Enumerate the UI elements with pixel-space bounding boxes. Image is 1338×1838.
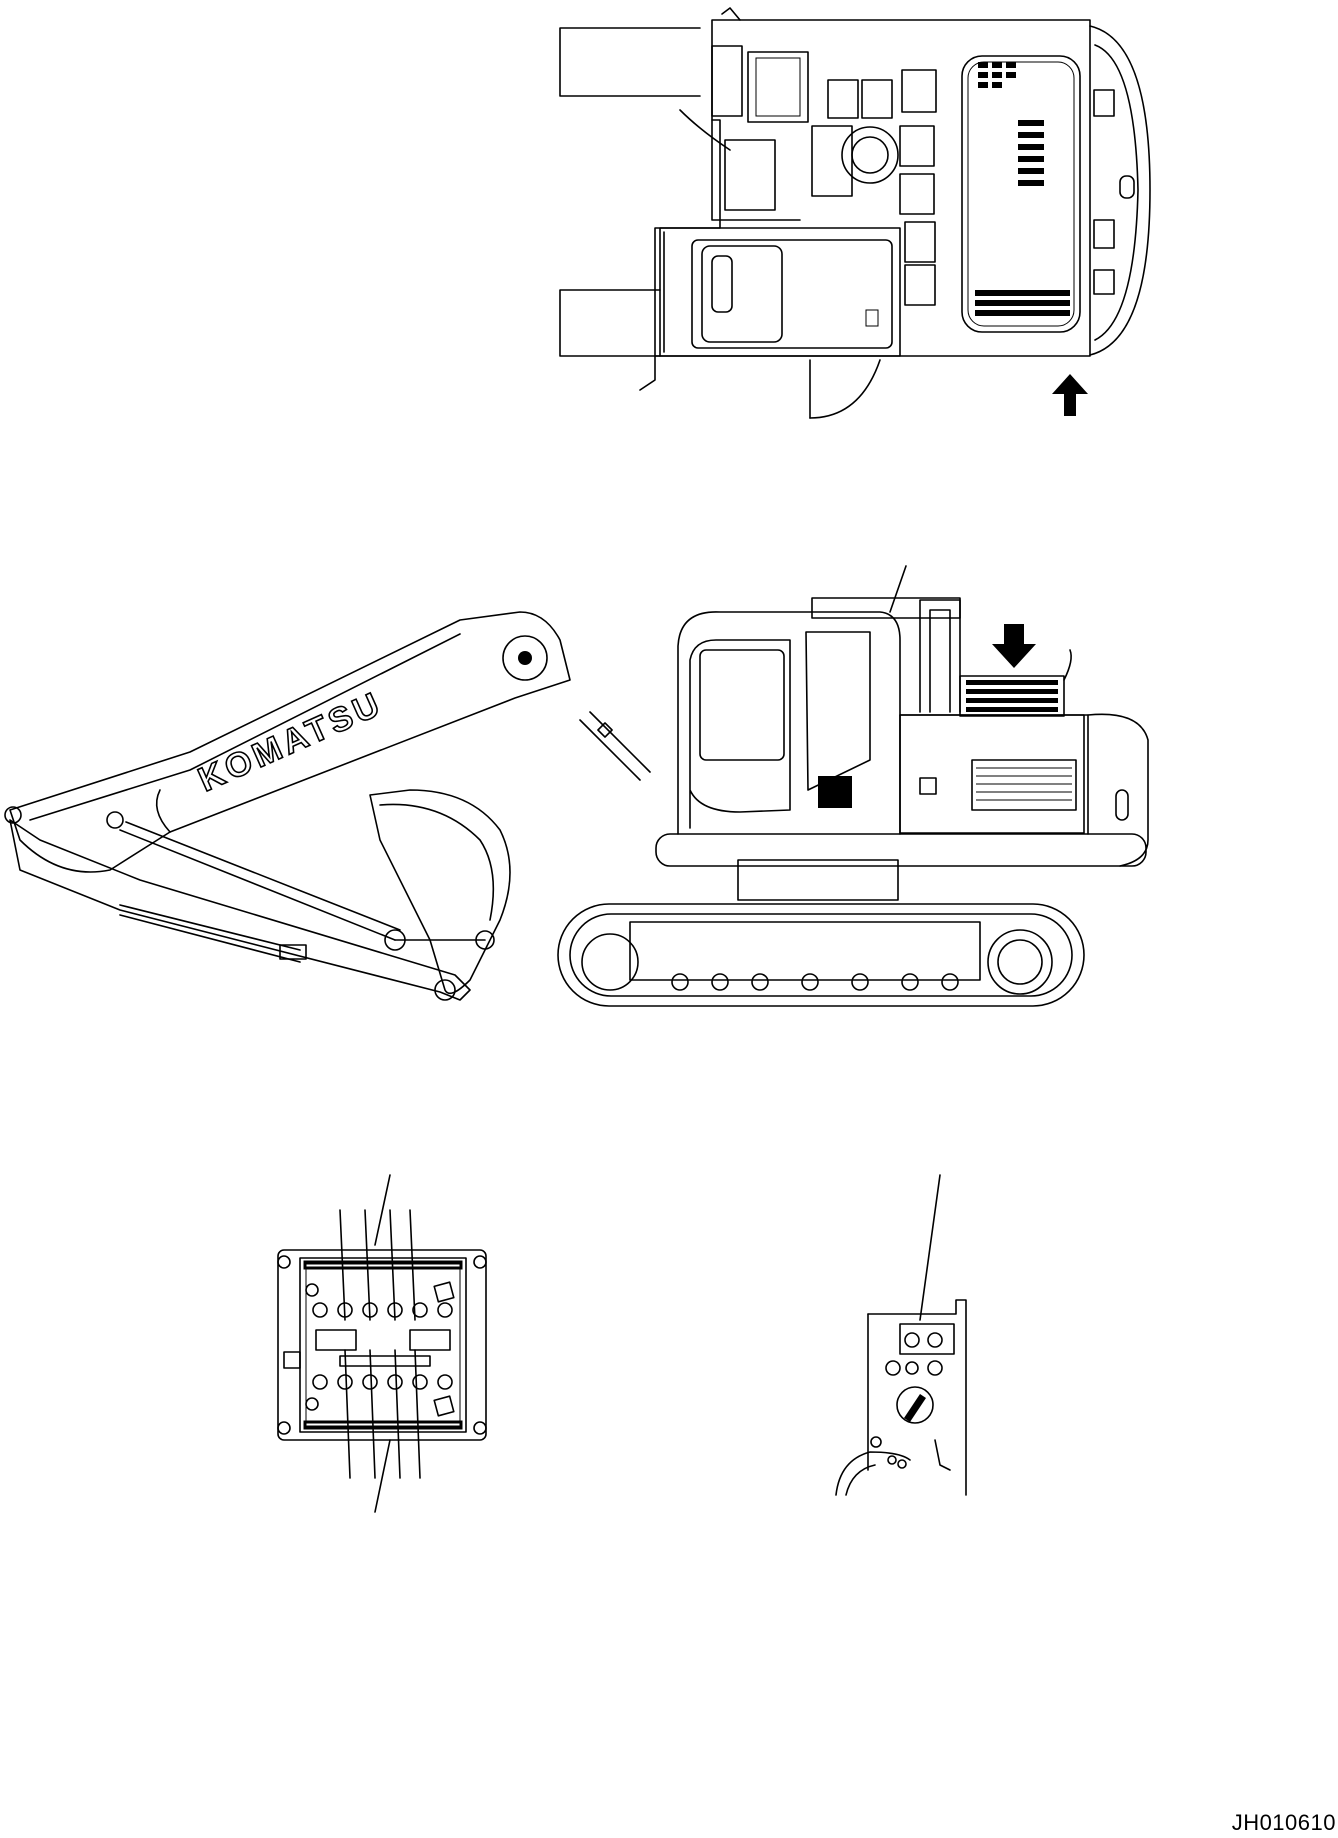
side-view: KOMATSU xyxy=(5,566,1148,1006)
top-view xyxy=(560,8,1150,418)
control-panel xyxy=(278,1250,486,1440)
leader-box-lower xyxy=(560,290,660,356)
detail-left xyxy=(278,1175,486,1512)
arm xyxy=(10,820,470,1000)
track xyxy=(558,904,1084,1006)
key-switch xyxy=(897,1387,933,1423)
switch-block xyxy=(900,1324,954,1354)
bucket xyxy=(370,790,510,993)
brand-lettering: KOMATSU xyxy=(193,684,389,799)
arrow-up-icon xyxy=(1052,374,1088,416)
arrow-down-icon xyxy=(992,624,1036,668)
leader-box-upper xyxy=(560,28,700,96)
drawing-id: JH010610 xyxy=(1231,1810,1336,1835)
boom xyxy=(10,612,570,872)
boom-pivot xyxy=(503,636,547,680)
detail-right xyxy=(836,1175,966,1495)
